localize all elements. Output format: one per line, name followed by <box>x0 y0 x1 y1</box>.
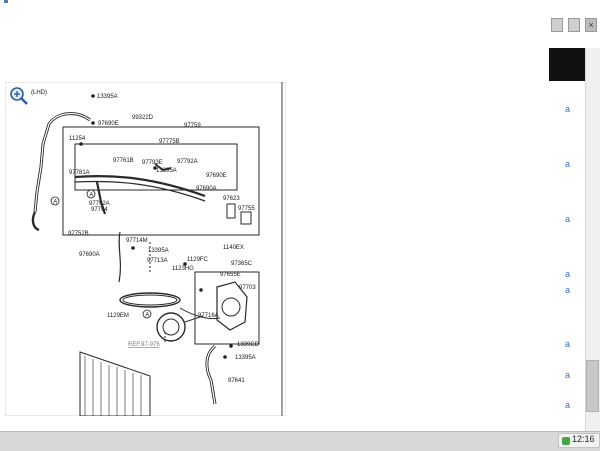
callout-labels: 13395A 97690E 99322D 11254 97759 97775B … <box>68 94 260 384</box>
callout-label: 11254 <box>69 136 86 142</box>
callout-label: 97365C <box>231 261 253 267</box>
callout-label: 13395A <box>97 94 118 100</box>
callout-label: 97690A <box>79 252 100 258</box>
side-link[interactable]: a <box>565 159 571 169</box>
minimize-button[interactable] <box>551 18 563 32</box>
top-corner-mark <box>4 0 8 3</box>
parts-diagram-svg: (LHD) <box>4 81 287 417</box>
side-link[interactable]: a <box>565 339 571 349</box>
callout-label: 97623 <box>223 196 240 202</box>
callout-label: 13395A <box>148 248 169 254</box>
callout-label: 97792A <box>89 201 110 207</box>
window-controls: × <box>549 18 600 32</box>
callout-label: 97792A <box>177 159 198 165</box>
callout-label: 97690A <box>196 186 217 192</box>
side-link[interactable]: a <box>565 400 571 410</box>
callout-label: 97713A <box>147 258 168 264</box>
callout-label: 97755 <box>238 206 255 212</box>
circle-marker-label: A <box>89 192 93 198</box>
drawing-lines <box>31 112 260 417</box>
callout-label: 1129FC <box>187 257 209 263</box>
callout-label: 97690E <box>98 121 119 127</box>
callout-label: 97690E <box>206 173 227 179</box>
callout-label: 99322D <box>132 115 154 121</box>
callout-label: 97703 <box>239 285 256 291</box>
side-link[interactable]: a <box>565 370 571 380</box>
circle-markers: A A A <box>50 189 152 319</box>
circle-marker-label: A <box>53 199 57 205</box>
parts-diagram: (LHD) <box>4 81 287 417</box>
network-tray-icon[interactable] <box>562 437 570 445</box>
scrollbar-thumb[interactable] <box>586 360 599 412</box>
side-link[interactable]: a <box>565 285 571 295</box>
close-button[interactable]: × <box>585 18 597 32</box>
side-link[interactable]: a <box>565 269 571 279</box>
taskbar <box>0 431 600 451</box>
ref-label: REF.97-976 <box>128 342 160 348</box>
callout-label: 97761B <box>113 158 134 164</box>
callout-label: 1339CD <box>237 342 260 348</box>
callout-label: 1129EM <box>107 313 129 319</box>
callout-label: 97714M <box>126 238 148 244</box>
callout-label: 97793E <box>142 160 163 166</box>
side-link[interactable]: a <box>565 214 571 224</box>
drive-label: (LHD) <box>31 90 47 96</box>
callout-label: 13395A <box>156 168 177 174</box>
callout-label: 1123HG <box>172 266 194 272</box>
side-link[interactable]: a <box>565 104 571 114</box>
taskbar-clock: 12:16 <box>572 434 595 444</box>
callout-label: 97655E <box>220 272 241 278</box>
callout-label: 97759 <box>184 123 201 129</box>
zoom-in-icon[interactable] <box>10 87 28 105</box>
callout-label: 1140EX <box>223 245 244 251</box>
callout-label: 97775B <box>159 139 180 145</box>
callout-label: 97752B <box>68 231 89 237</box>
callout-label: 97794 <box>91 207 108 213</box>
callout-label: 97781A <box>69 170 90 176</box>
vertical-scrollbar[interactable] <box>585 48 600 431</box>
callout-label: 97641 <box>228 378 245 384</box>
callout-dots <box>79 94 233 359</box>
callout-label: 97716A <box>198 313 219 319</box>
circle-marker-label: A <box>145 312 149 318</box>
callout-label: 13395A <box>235 355 256 361</box>
maximize-button[interactable] <box>568 18 580 32</box>
diagram-border <box>4 81 287 417</box>
